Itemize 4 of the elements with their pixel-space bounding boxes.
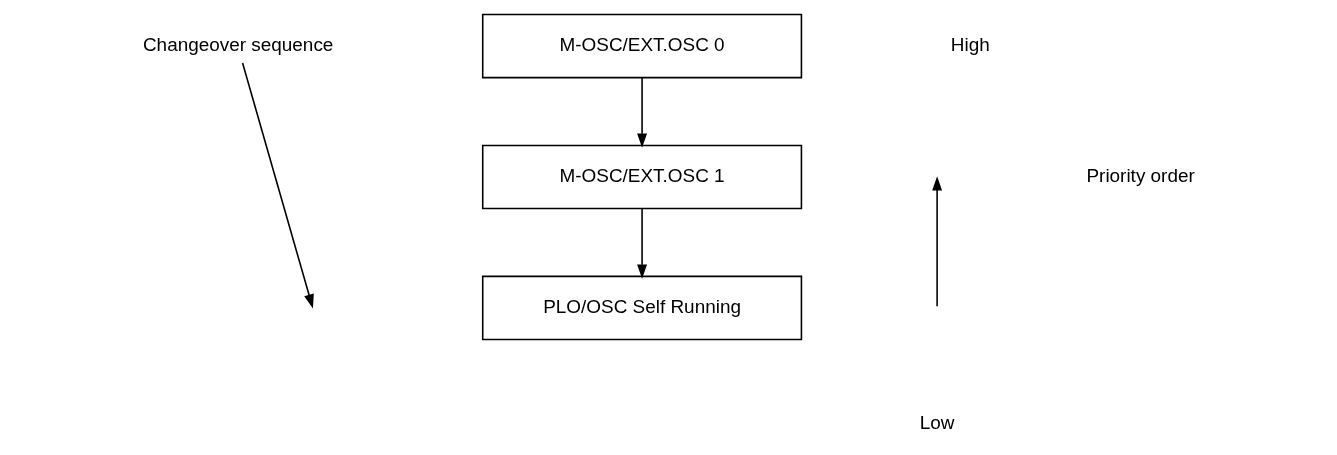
label: Changeover sequence [142, 33, 334, 55]
label: Priority order [1086, 164, 1195, 186]
label: Low [919, 411, 955, 433]
label: High [950, 33, 990, 55]
